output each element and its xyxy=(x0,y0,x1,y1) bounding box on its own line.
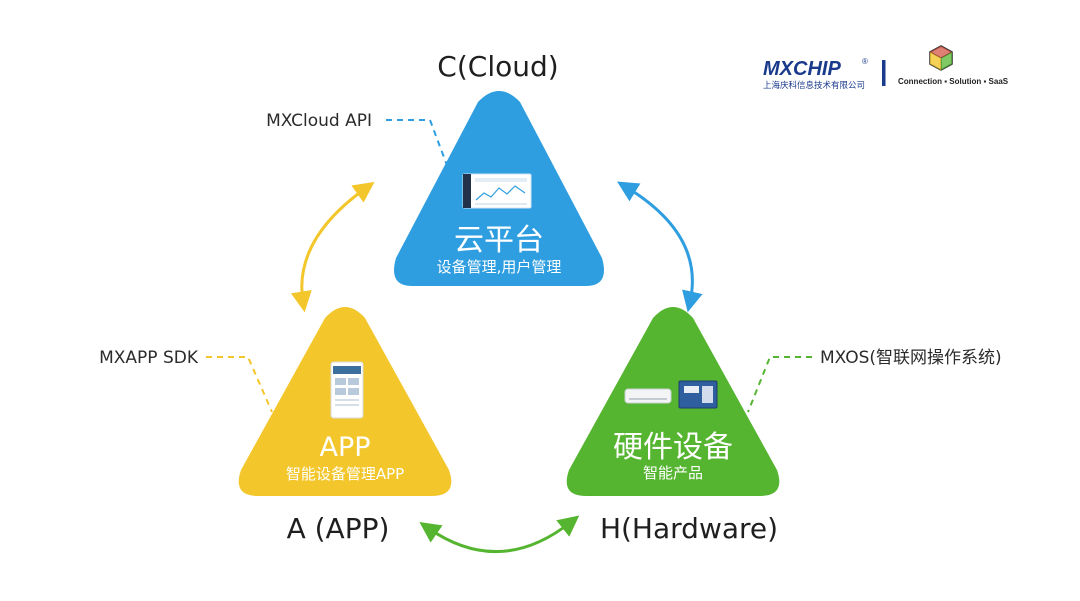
phone-app-icon xyxy=(330,361,364,419)
cloud-platform-subtitle: 设备管理,用户管理 xyxy=(437,258,562,276)
side-label-mxos: MXOS(智联网操作系统) xyxy=(820,348,1002,368)
logo-brand: MXCHIP xyxy=(763,58,841,80)
logo-company: 上海庆科信息技术有限公司 xyxy=(763,80,865,91)
hardware-triangle: 硬件设备 智能产品 xyxy=(566,307,780,496)
hardware-title: 硬件设备 xyxy=(613,430,733,465)
app-cloud-arrow xyxy=(290,181,375,313)
logo-tagline: Connection ▪ Solution ▪ SaaS xyxy=(898,77,1009,86)
mxchip-logo: MXCHIP ® 上海庆科信息技术有限公司 Connection ▪ Solut… xyxy=(763,45,1009,91)
wifi-module-icon xyxy=(678,380,718,409)
app-sdk-leader xyxy=(206,356,273,413)
hardware-subtitle: 智能产品 xyxy=(643,464,703,482)
cloud-platform-triangle: 云平台 设备管理,用户管理 xyxy=(394,91,604,286)
side-label-cloud-api: MXCloud API xyxy=(266,111,372,131)
air-conditioner-icon xyxy=(624,388,672,404)
cube-icon xyxy=(929,45,953,71)
cloud-platform-title: 云平台 xyxy=(454,223,544,258)
side-label-app-sdk: MXAPP SDK xyxy=(99,348,199,368)
app-hardware-arrow xyxy=(419,515,580,554)
mxos-leader xyxy=(747,356,812,413)
corner-label-hardware: H(Hardware) xyxy=(600,512,778,545)
cloud-hardware-arrow xyxy=(617,181,703,313)
cloud-api-leader xyxy=(386,119,449,169)
logo-registered-mark: ® xyxy=(862,57,868,66)
app-subtitle: 智能设备管理APP xyxy=(286,465,404,483)
dashboard-screenshot-icon xyxy=(462,173,532,209)
logo-divider xyxy=(882,60,886,86)
corner-label-cloud: C(Cloud) xyxy=(437,50,558,83)
corner-label-app: A (APP) xyxy=(287,512,390,545)
app-triangle: APP 智能设备管理APP xyxy=(238,307,452,496)
app-title: APP xyxy=(319,432,370,463)
